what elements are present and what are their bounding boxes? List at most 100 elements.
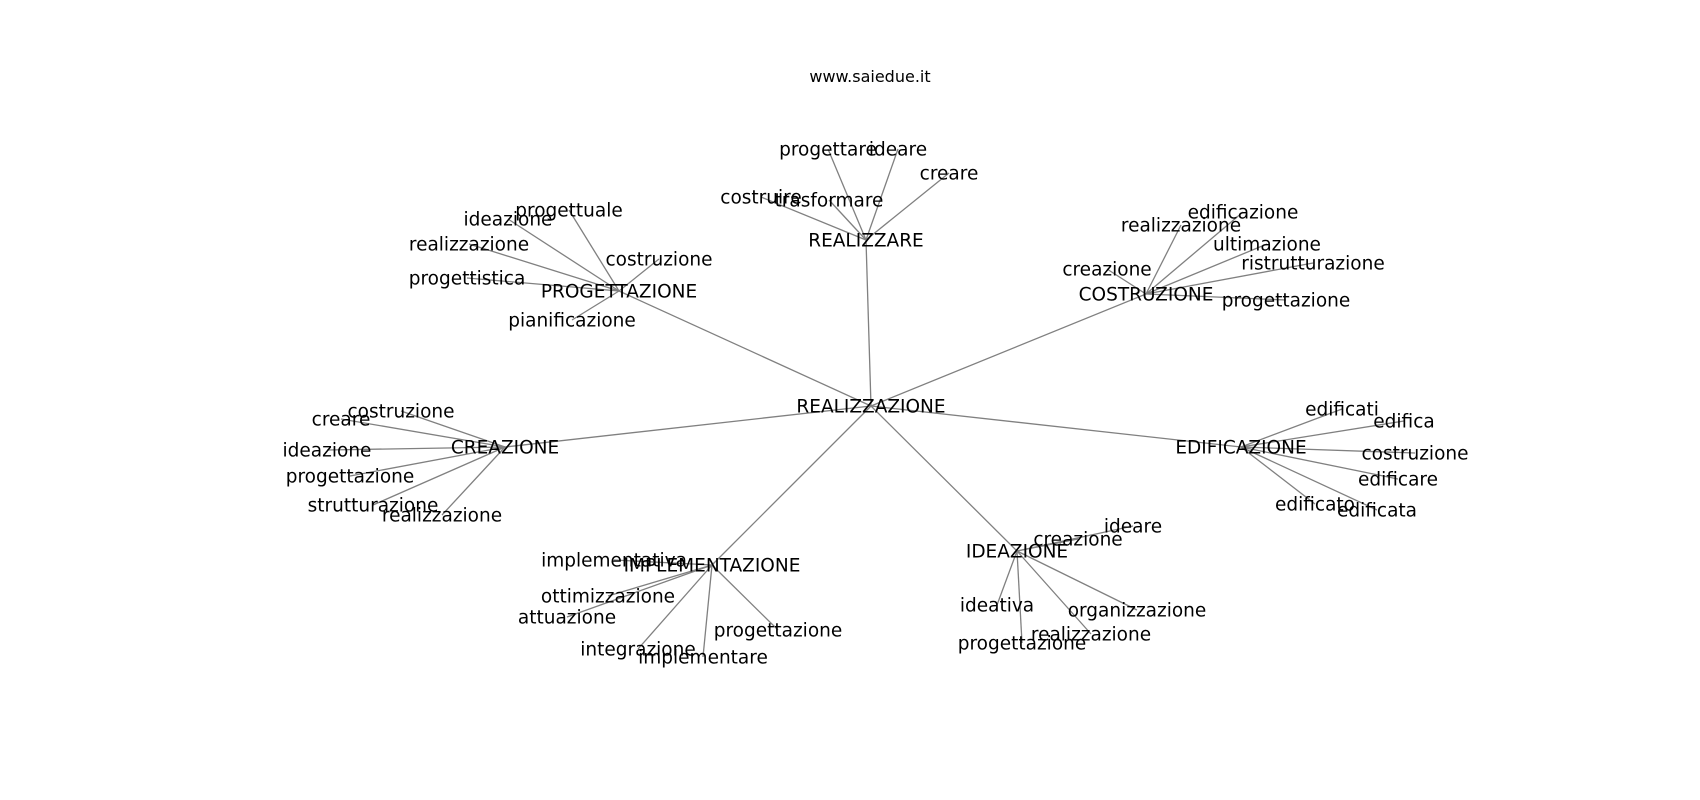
leaf-node-label: costruire xyxy=(720,188,801,209)
edge-hub-to-leaf xyxy=(711,564,779,631)
leaf-node-label: ultimazione xyxy=(1213,235,1321,256)
edge-hub-to-leaf xyxy=(1016,550,1092,635)
leaf-node-label: progettazione xyxy=(286,467,415,488)
edge-root-to-hub xyxy=(865,239,872,407)
edge-hub-to-leaf xyxy=(507,218,620,292)
leaf-node-label: ideazione xyxy=(283,441,372,462)
edge-hub-to-leaf xyxy=(827,148,867,241)
leaf-node-label: progettazione xyxy=(958,634,1087,655)
leaf-node-label: creare xyxy=(920,164,979,185)
edge-hub-to-leaf xyxy=(1240,446,1378,511)
edge-hub-to-leaf xyxy=(400,410,506,448)
edge-hub-to-leaf xyxy=(372,446,506,506)
edge-root-to-hub xyxy=(504,405,872,448)
edge-hub-to-leaf xyxy=(326,446,506,451)
edge-hub-to-leaf xyxy=(1240,408,1343,448)
leaf-node-label: organizzazione xyxy=(1068,601,1207,622)
leaf-node-label: ideare xyxy=(1104,517,1162,538)
leaf-node-label: ideare xyxy=(869,140,927,161)
edge-hub-to-leaf xyxy=(702,564,713,658)
leaf-node-label: edificata xyxy=(1337,501,1417,522)
leaf-node-label: creare xyxy=(312,410,371,431)
edge-hub-to-leaf xyxy=(1106,268,1147,295)
edge-hub-to-leaf xyxy=(637,564,713,650)
edge-root-to-hub xyxy=(870,405,1242,448)
edge-hub-to-leaf xyxy=(566,564,713,618)
edge-hub-to-leaf xyxy=(1240,446,1399,480)
edge-root-to-hub xyxy=(618,290,872,407)
hub-node-label: IDEAZIONE xyxy=(966,542,1068,563)
leaf-node-label: ideativa xyxy=(960,596,1034,617)
edge-hub-to-leaf xyxy=(1016,538,1079,552)
root-node-label: REALIZZAZIONE xyxy=(796,397,945,418)
leaf-node-label: edificare xyxy=(1358,470,1438,491)
leaf-node-label: progettuale xyxy=(515,201,622,222)
edge-hub-to-leaf xyxy=(1240,446,1316,505)
edge-hub-to-leaf xyxy=(828,199,867,241)
leaf-node-label: ottimizzazione xyxy=(541,587,675,608)
edge-hub-to-leaf xyxy=(571,290,620,321)
edge-root-to-hub xyxy=(711,405,872,566)
leaf-node-label: integrazione xyxy=(580,640,695,661)
leaf-node-label: ideazione xyxy=(464,210,553,231)
leaf-node-label: ristrutturazione xyxy=(1241,254,1384,275)
leaf-node-label: creazione xyxy=(1062,260,1151,281)
leaf-node-label: progettare xyxy=(779,140,877,161)
leaf-node-label: costruzione xyxy=(348,402,455,423)
leaf-node-label: strutturazione xyxy=(308,496,439,517)
edge-hub-to-leaf xyxy=(996,550,1018,606)
edge-hub-to-leaf xyxy=(760,196,867,241)
leaf-node-label: implementare xyxy=(638,648,768,669)
leaf-node-label: edificati xyxy=(1305,400,1379,421)
leaf-node-label: realizzazione xyxy=(382,506,502,527)
leaf-node-label: implementativa xyxy=(541,551,687,572)
leaf-node-label: costruzione xyxy=(606,250,713,271)
edge-hub-to-leaf xyxy=(613,559,713,566)
leaf-node-label: creazione xyxy=(1033,530,1122,551)
edge-hub-to-leaf xyxy=(466,277,620,292)
edge-root-to-hub xyxy=(870,293,1147,407)
edge-hub-to-leaf xyxy=(1145,211,1244,295)
leaf-node-label: trasformare xyxy=(775,191,884,212)
leaf-node-label: progettazione xyxy=(714,621,843,642)
edge-hub-to-leaf xyxy=(441,446,506,516)
edge-hub-to-leaf xyxy=(1145,293,1287,301)
leaf-node-label: pianificazione xyxy=(508,311,636,332)
edge-hub-to-leaf xyxy=(607,564,713,597)
leaf-node-label: costruzione xyxy=(1362,444,1469,465)
edge-hub-to-leaf xyxy=(618,258,660,292)
leaf-node-label: edificato xyxy=(1275,495,1355,516)
edge-hub-to-leaf xyxy=(1016,550,1138,611)
edge-hub-to-leaf xyxy=(865,172,950,241)
edge-hub-to-leaf xyxy=(1145,262,1314,295)
hub-node-label: COSTRUZIONE xyxy=(1079,285,1214,306)
edge-hub-to-leaf xyxy=(1016,550,1023,644)
edge-hub-to-leaf xyxy=(349,446,506,477)
edge-hub-to-leaf xyxy=(1145,243,1268,295)
hub-node-label: IMPLEMENTAZIONE xyxy=(624,556,801,577)
edge-hub-to-leaf xyxy=(340,418,506,448)
hub-node-label: EDIFICAZIONE xyxy=(1175,438,1306,459)
hub-node-label: CREAZIONE xyxy=(451,438,559,459)
graph-edges xyxy=(326,148,1416,658)
graph-labels: progettareidearecrearecostruiretrasforma… xyxy=(283,140,1469,669)
hub-node-label: REALIZZARE xyxy=(808,231,924,252)
edge-hub-to-leaf xyxy=(1240,420,1405,448)
leaf-node-label: edifica xyxy=(1373,412,1434,433)
source-label: www.saiedue.it xyxy=(809,67,930,86)
leaf-node-label: edificazione xyxy=(1188,203,1299,224)
hub-node-label: PROGETTAZIONE xyxy=(541,282,697,303)
edge-hub-to-leaf xyxy=(568,209,620,292)
leaf-node-label: progettistica xyxy=(409,269,526,290)
leaf-node-label: realizzazione xyxy=(1121,216,1241,237)
edge-hub-to-leaf xyxy=(865,148,899,241)
leaf-node-label: progettazione xyxy=(1222,291,1351,312)
edge-hub-to-leaf xyxy=(1240,446,1416,454)
edge-root-to-hub xyxy=(870,405,1018,552)
edge-hub-to-leaf xyxy=(468,243,620,292)
leaf-node-label: attuazione xyxy=(518,608,616,629)
edge-hub-to-leaf xyxy=(1145,224,1182,295)
leaf-node-label: realizzazione xyxy=(1031,625,1151,646)
leaf-node-label: realizzazione xyxy=(409,235,529,256)
